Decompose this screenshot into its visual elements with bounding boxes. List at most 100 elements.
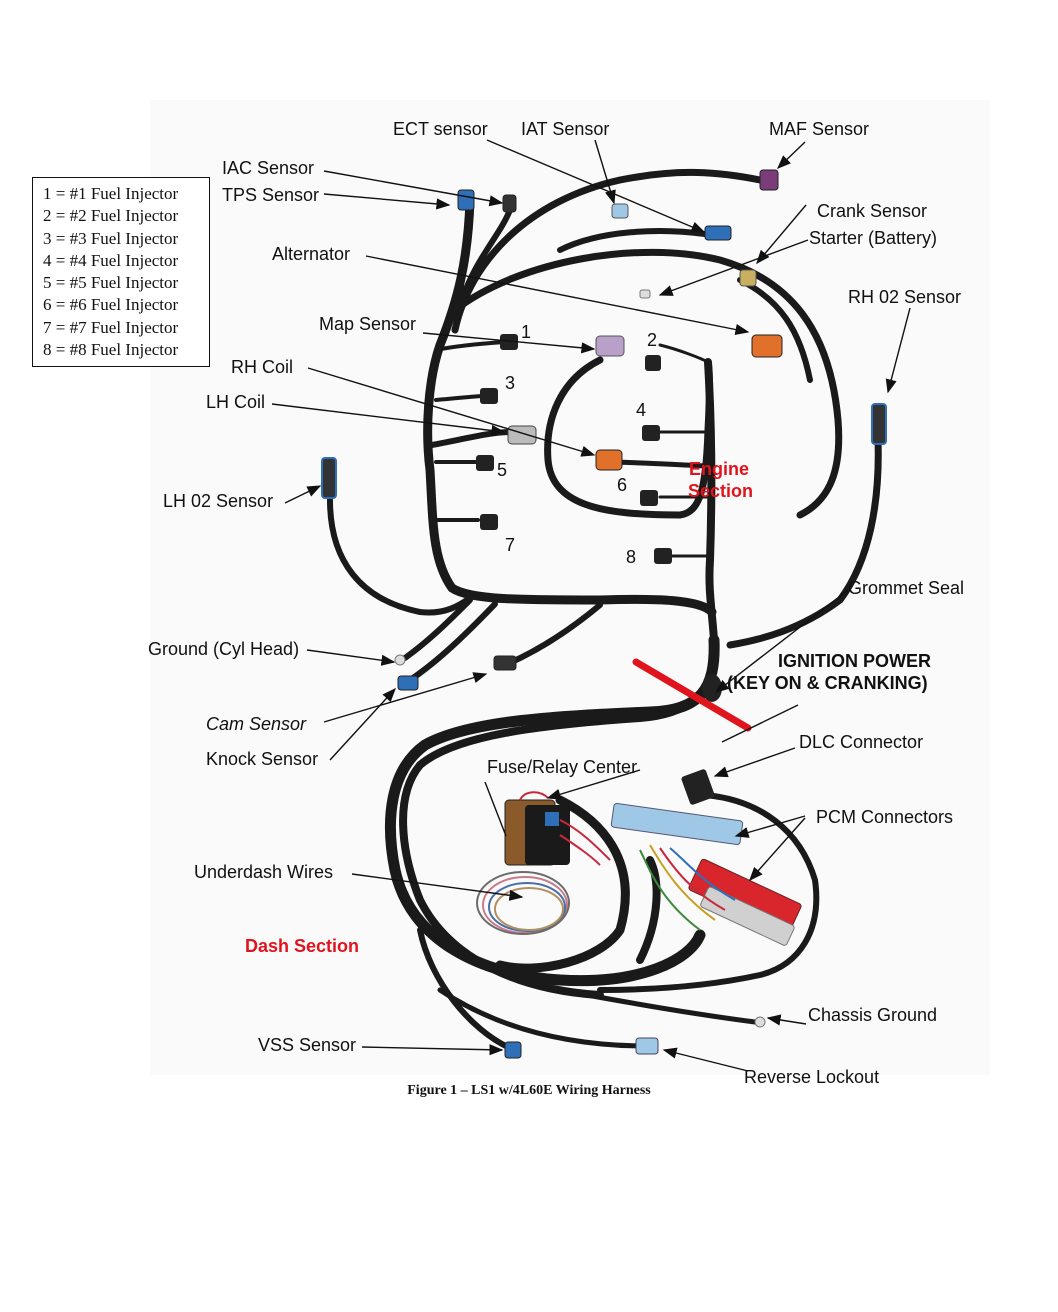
legend-row: 3 = #3 Fuel Injector xyxy=(43,228,179,248)
label-ignition-power-1: IGNITION POWER xyxy=(778,651,931,671)
cable-ground-head xyxy=(402,597,473,661)
legend-row: 8 = #8 Fuel Injector xyxy=(43,340,179,360)
label-underdash-wires: Underdash Wires xyxy=(194,862,334,882)
rh-o2-connector xyxy=(871,403,887,445)
cable-iac-tps xyxy=(457,209,473,303)
grommet-seal xyxy=(702,674,722,702)
label-vss-sensor: VSS Sensor xyxy=(258,1035,357,1055)
injector-number-3: 3 xyxy=(505,373,516,393)
label-fuse-relay-center: Fuse/Relay Center xyxy=(487,757,638,777)
leader-ignition xyxy=(721,704,799,743)
leader-rh-coil xyxy=(307,367,596,457)
red-wire xyxy=(519,791,549,801)
cable-engine-spine xyxy=(704,358,718,644)
cable-main-loop-2 xyxy=(399,656,718,999)
leader-dlc xyxy=(713,747,796,778)
label-iat-sensor: IAT Sensor xyxy=(521,119,610,139)
label-lh-o2-sensor: LH 02 Sensor xyxy=(163,491,274,511)
coil-loop xyxy=(476,871,570,935)
leader-knock xyxy=(329,687,396,761)
legend-row: 6 = #6 Fuel Injector xyxy=(43,295,179,315)
label-tps-sensor: TPS Sensor xyxy=(222,185,320,205)
legend-row: 4 = #4 Fuel Injector xyxy=(43,250,179,270)
reverse-lockout-connector xyxy=(635,1037,659,1055)
starter-terminal xyxy=(639,289,651,299)
injector-5-connector xyxy=(476,455,494,471)
cable-main-loop xyxy=(384,634,720,987)
legend-row: 2 = #2 Fuel Injector xyxy=(43,206,179,226)
leader-pcm-1 xyxy=(734,815,806,838)
label-iac-sensor: IAC Sensor xyxy=(222,158,315,178)
ignition-power-marker xyxy=(632,658,752,732)
leader-fuse-relay-2 xyxy=(546,769,641,800)
label-ect-sensor: ECT sensor xyxy=(393,119,488,139)
leader-chassis xyxy=(766,1014,807,1026)
pcm-wire xyxy=(669,847,736,901)
leader-lines xyxy=(271,139,911,1072)
label-lh-coil: LH Coil xyxy=(206,392,266,412)
cable-injector-stubs xyxy=(434,340,507,522)
cable-upper-arc xyxy=(451,248,843,519)
leader-fuse-relay xyxy=(484,781,507,837)
label-grommet-seal: Grommet Seal xyxy=(848,578,965,598)
leader-cam xyxy=(323,672,488,723)
map-connector xyxy=(595,335,625,357)
label-cam-sensor: Cam Sensor xyxy=(206,714,307,734)
lh-o2-connector xyxy=(321,457,337,499)
cable-chassis xyxy=(557,987,758,1025)
leader-tps xyxy=(323,193,451,210)
cam-connector xyxy=(493,655,517,671)
dlc-connector xyxy=(681,769,715,805)
leader-iac xyxy=(323,170,504,207)
label-dlc-connector: DLC Connector xyxy=(799,732,924,752)
label-chassis-ground: Chassis Ground xyxy=(808,1005,938,1025)
leader-rh-o2 xyxy=(885,307,911,394)
fuse-relay-red-wires xyxy=(519,791,611,866)
legend-row: 5 = #5 Fuel Injector xyxy=(43,273,179,293)
label-ignition-power-2: (KEY ON & CRANKING) xyxy=(727,673,928,693)
crank-connector xyxy=(739,269,757,287)
coil-loop xyxy=(488,882,566,932)
cable-starter xyxy=(737,277,813,383)
injector-legend: 1 = #1 Fuel Injector 2 = #2 Fuel Injecto… xyxy=(32,177,210,367)
iac-connector xyxy=(457,189,475,211)
fuse-relay-center-fuses xyxy=(545,812,559,826)
label-rh-o2-sensor: RH 02 Sensor xyxy=(848,287,962,307)
injector-1-connector xyxy=(500,334,518,350)
label-reverse-lockout: Reverse Lockout xyxy=(744,1067,880,1087)
injector-6-connector xyxy=(640,490,658,506)
iat-connector xyxy=(611,203,629,219)
red-wire xyxy=(559,819,611,861)
maf-connector xyxy=(759,169,779,191)
leader-vss xyxy=(361,1044,504,1056)
leader-starter xyxy=(658,239,809,296)
cable-rh-o2 xyxy=(726,436,882,649)
vss-connector xyxy=(504,1041,522,1059)
label-ground-cyl-head: Ground (Cyl Head) xyxy=(148,639,300,659)
injector-4-connector xyxy=(642,425,660,441)
connectors xyxy=(321,169,887,1059)
injector-2-connector xyxy=(645,355,661,371)
legend-row: 7 = #7 Fuel Injector xyxy=(43,317,179,337)
cable-iat xyxy=(557,228,708,253)
lh-coil-connector xyxy=(507,425,537,445)
cable-knock xyxy=(407,601,498,683)
injector-7-connector xyxy=(480,514,498,530)
ect-connector xyxy=(704,225,732,241)
injector-number-5: 5 xyxy=(497,460,508,480)
label-knock-sensor: Knock Sensor xyxy=(206,749,319,769)
cable-maf xyxy=(451,168,764,334)
rh-coil-connector xyxy=(595,449,623,471)
cable-lh-o2 xyxy=(327,497,473,616)
knock-connector xyxy=(397,675,419,691)
cable-dash-pcm xyxy=(636,856,661,964)
harness-cables xyxy=(327,168,882,1051)
leader-reverse xyxy=(662,1047,749,1072)
pcm-wire xyxy=(639,849,701,931)
injector-number-8: 8 xyxy=(626,547,637,567)
trunk-left xyxy=(423,195,717,617)
label-maf-sensor: MAF Sensor xyxy=(769,119,870,139)
injector-number-6: 6 xyxy=(617,475,628,495)
leader-underdash xyxy=(351,873,524,901)
